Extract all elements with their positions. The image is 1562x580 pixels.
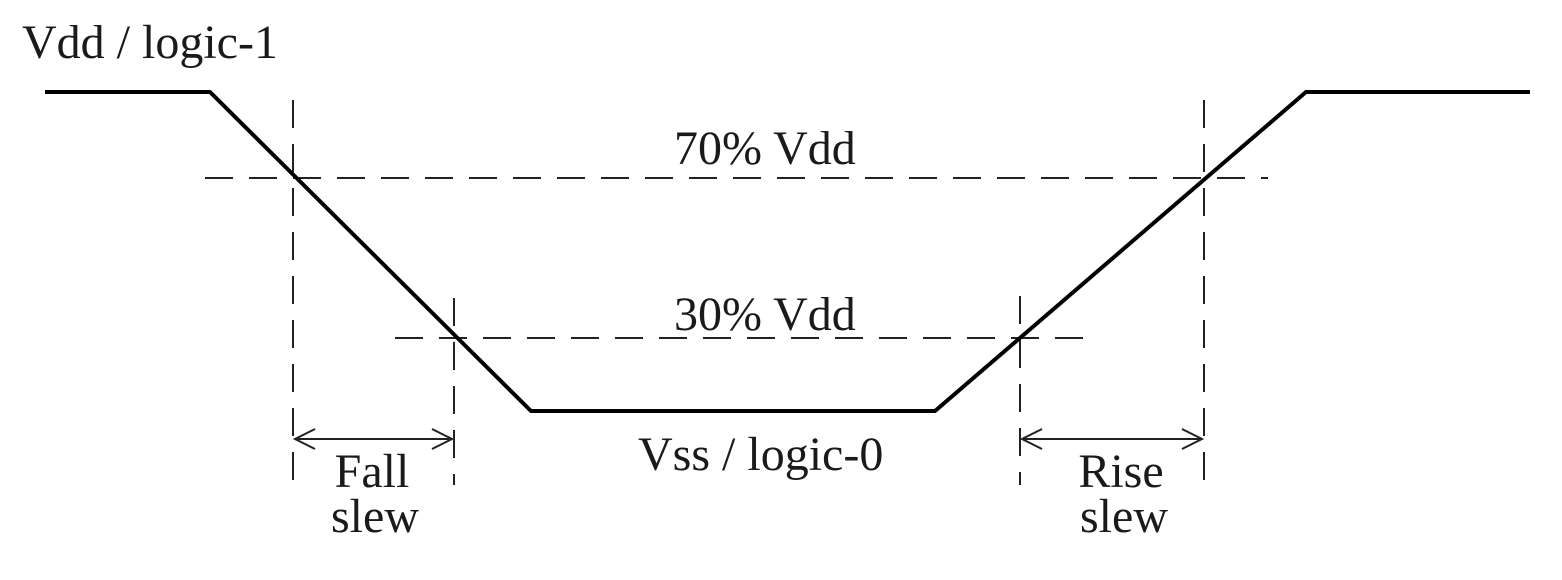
fall-slew-label-line2: slew xyxy=(331,490,419,543)
rise-slew-label-line2: slew xyxy=(1080,490,1168,543)
threshold-30-label: 30% Vdd xyxy=(674,288,856,341)
rise-slew-label-line1: Rise xyxy=(1078,445,1163,498)
signal-waveform xyxy=(45,90,1530,413)
threshold-70-label: 70% Vdd xyxy=(674,122,856,175)
fall-slew-label-line1: Fall xyxy=(335,445,410,498)
rise-slew-arrow xyxy=(1019,428,1205,450)
vdd-label: Vdd / logic-1 xyxy=(22,16,278,69)
fall-slew-arrow xyxy=(292,428,455,450)
vss-label: Vss / logic-0 xyxy=(638,428,883,481)
